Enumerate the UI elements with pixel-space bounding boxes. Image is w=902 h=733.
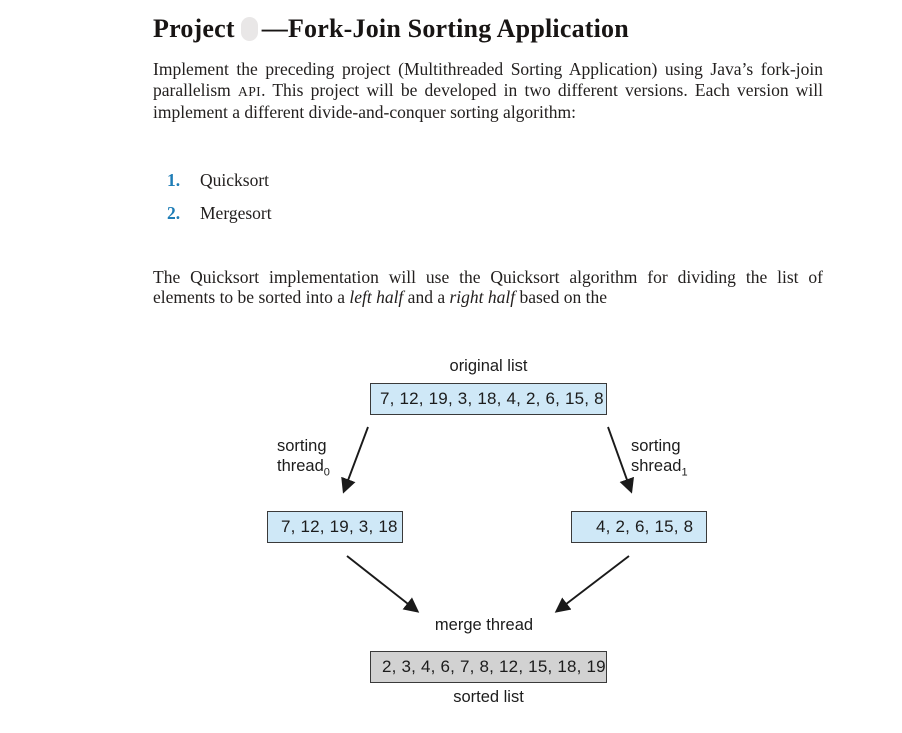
merge-thread-label: merge thread [434,616,534,634]
left-half-italic: left half [349,287,404,307]
intro-paragraph: Implement the preceding project (Multith… [153,59,823,123]
left-half-box: 7, 12, 19, 3, 18 [267,511,403,543]
right-half-box: 4, 2, 6, 15, 8 [571,511,707,543]
text-column: Project —Fork-Join Sorting Application Im… [153,12,823,308]
body-text-1: The Quicksort implementation will use th… [153,266,823,308]
page-title: Project —Fork-Join Sorting Application [153,12,823,46]
list-label-quicksort: Quicksort [200,169,270,190]
sorting-thread1-line1: sorting [631,437,681,455]
arrow-original-to-right [607,426,634,494]
list-number-1: 1. [167,169,181,190]
sorting-thread0-label: sorting thread0 [277,436,330,479]
title-suffix: —Fork-Join Sorting Application [261,14,629,43]
api-smallcaps: API [237,83,262,99]
original-list-box: 7, 12, 19, 3, 18, 4, 2, 6, 15, 8 [370,383,607,415]
sorted-list-box: 2, 3, 4, 6, 7, 8, 12, 15, 18, 19 [370,651,607,683]
intro-text-2: . This project will be developed in two … [153,79,823,123]
sorting-thread0-line2: thread [277,457,324,475]
body-paragraph: The Quicksort implementation will use th… [153,267,823,308]
list-item-quicksort: 1. Quicksort [167,170,823,190]
list-label-mergesort: Mergesort [200,202,272,223]
intro-text-1: Implement the preceding project (Multith… [153,59,823,100]
sorting-thread0-subscript: 0 [323,466,330,479]
sorted-list-label: sorted list [453,688,524,706]
arrow-left-to-merge [346,555,420,613]
list-number-2: 2. [167,202,181,223]
right-half-italic: right half [449,287,516,307]
sorting-thread1-label: sorting shread1 [631,436,688,479]
sorting-thread1-line2: shread [631,457,682,475]
arrow-original-to-left [341,426,369,494]
body-text-3: based on the [515,287,607,307]
sorting-thread0-line1: sorting [277,437,327,455]
body-text-2: and a [403,287,450,307]
redacted-text-blob [240,17,258,41]
sorting-thread1-subscript: 1 [681,466,688,479]
algorithm-list: 1. Quicksort 2. Mergesort [167,170,823,223]
title-prefix: Project [153,14,235,43]
original-list-label: original list [449,357,528,375]
arrow-right-to-merge [554,555,630,613]
list-item-mergesort: 2. Mergesort [167,203,823,223]
